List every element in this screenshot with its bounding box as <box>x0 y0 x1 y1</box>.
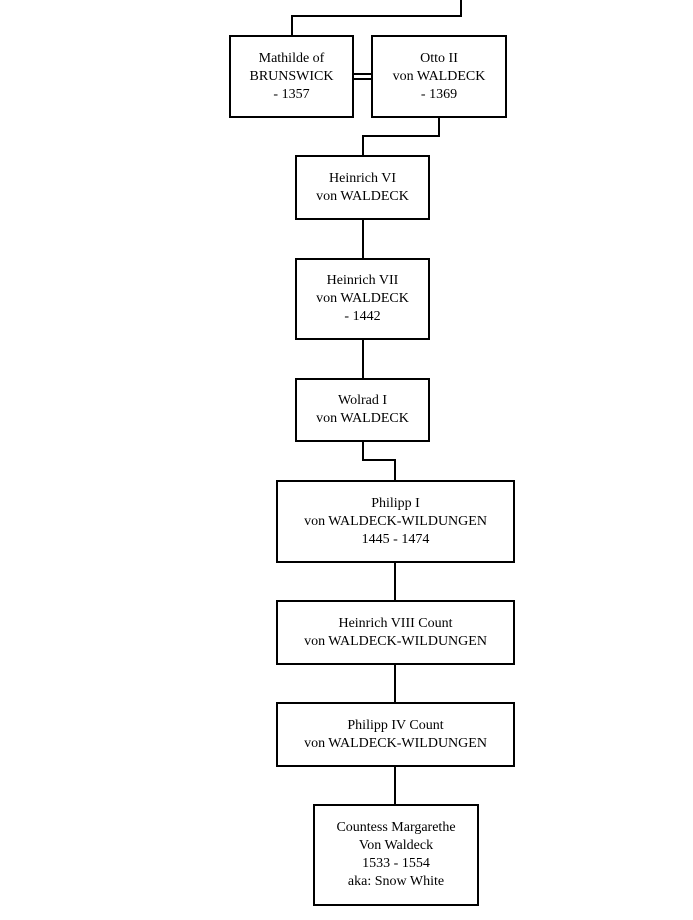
person-dates: - 1442 <box>344 309 381 324</box>
person-box-otto: Otto II von WALDECK - 1369 <box>371 35 507 118</box>
marriage-line-lower <box>353 78 372 80</box>
person-name-line: von WALDECK-WILDUNGEN <box>304 633 487 649</box>
person-dates: 1533 - 1554 <box>362 856 430 871</box>
person-name-line: von WALDECK <box>316 291 409 306</box>
person-name-line: Wolrad I <box>337 393 388 408</box>
connector-heinrich8-philipp4 <box>394 664 396 703</box>
marriage-line-upper <box>353 73 372 75</box>
person-box-heinrich7: Heinrich VII von WALDECK - 1442 <box>295 258 430 340</box>
person-name-line: Heinrich VI <box>329 170 396 186</box>
person-name-line: BRUNSWICK <box>249 68 334 84</box>
person-name-line: Otto II <box>420 50 458 66</box>
person-box-philipp4: Philipp IV Count von WALDECK-WILDUNGEN <box>276 702 515 767</box>
person-name-line: von WALDECK-WILDUNGEN <box>304 513 487 529</box>
connector-wolrad-horizontal <box>362 459 396 461</box>
connector-otto-down <box>438 117 440 137</box>
connector-heinrich6-heinrich7 <box>362 219 364 259</box>
connector-philipp4-margarethe <box>394 766 396 805</box>
connector-to-philipp1 <box>394 459 396 481</box>
connector-top-right-vertical <box>460 0 462 17</box>
person-name-line: von WALDECK <box>316 188 409 204</box>
person-dates: 1445 - 1474 <box>361 531 430 547</box>
person-name-line: Heinrich VII <box>326 273 399 288</box>
person-name-line: Von Waldeck <box>358 838 434 853</box>
person-box-margarethe: Countess Margarethe Von Waldeck 1533 - 1… <box>313 804 479 906</box>
person-box-heinrich6: Heinrich VI von WALDECK <box>295 155 430 220</box>
person-name-line: von WALDECK-WILDUNGEN <box>304 735 487 751</box>
connector-wolrad-down <box>362 441 364 461</box>
connector-to-heinrich6 <box>362 135 364 156</box>
person-name-line: Mathilde of <box>258 50 325 66</box>
person-name-line: Heinrich VIII Count <box>338 615 453 631</box>
person-alias: aka: Snow White <box>347 874 445 889</box>
person-box-philipp1: Philipp I von WALDECK-WILDUNGEN 1445 - 1… <box>276 480 515 563</box>
connector-otto-horizontal <box>362 135 440 137</box>
person-dates: - 1357 <box>273 86 310 102</box>
person-name-line: Philipp IV Count <box>347 717 444 733</box>
connector-top-horizontal <box>291 15 462 17</box>
person-box-mathilde: Mathilde of BRUNSWICK - 1357 <box>229 35 354 118</box>
connector-heinrich7-wolrad <box>362 339 364 379</box>
person-dates: - 1369 <box>420 86 458 102</box>
person-box-heinrich8: Heinrich VIII Count von WALDECK-WILDUNGE… <box>276 600 515 665</box>
connector-top-left-vertical <box>291 15 293 36</box>
person-box-wolrad: Wolrad I von WALDECK <box>295 378 430 442</box>
person-name-line: Countess Margarethe <box>336 820 456 835</box>
person-name-line: von WALDECK <box>392 68 486 84</box>
person-name-line: von WALDECK <box>316 411 409 426</box>
person-name-line: Philipp I <box>371 495 420 511</box>
connector-philipp1-heinrich8 <box>394 562 396 601</box>
